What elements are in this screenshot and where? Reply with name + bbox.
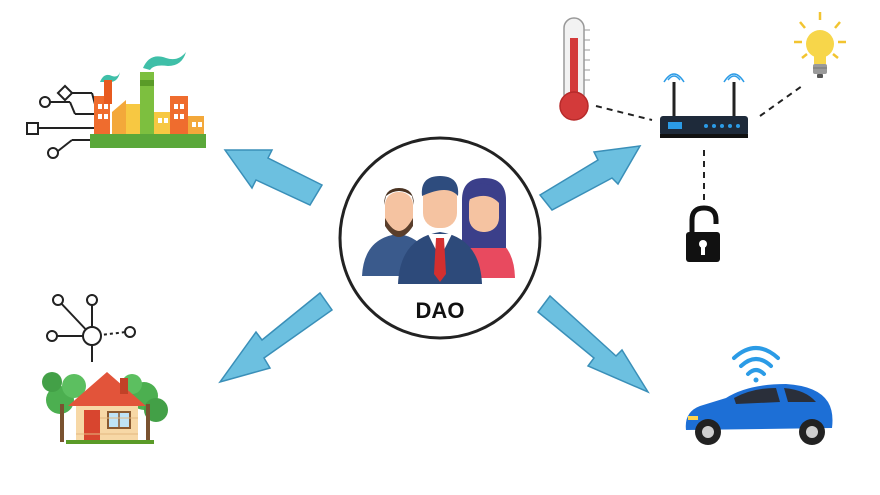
arrow-to-router	[538, 145, 642, 211]
factory-icon	[26, 52, 206, 159]
padlock-icon	[686, 205, 720, 262]
people-group-icon	[362, 176, 515, 284]
thermometer-icon	[559, 17, 590, 121]
lightbulb-icon	[794, 12, 846, 78]
dao-center	[338, 136, 542, 340]
connected-car-icon	[685, 384, 833, 445]
router-icon	[660, 73, 748, 138]
wifi-icon	[732, 346, 780, 383]
arrow-to-home	[218, 291, 334, 384]
dao-label: DAO	[416, 298, 465, 323]
network-node-icon	[46, 294, 136, 362]
arrow-to-car	[536, 294, 650, 394]
router-connections	[595, 85, 803, 200]
smart-home-icon	[42, 372, 168, 444]
arrow-to-factory	[223, 149, 324, 206]
